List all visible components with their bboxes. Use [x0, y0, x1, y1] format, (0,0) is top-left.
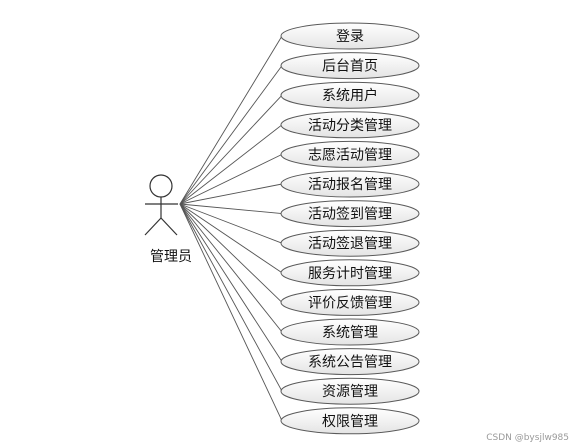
association-line [179, 203, 283, 215]
use-case: 活动分类管理 [280, 111, 420, 139]
use-case-ellipse [280, 81, 420, 109]
use-case: 权限管理 [280, 407, 420, 435]
use-case: 登录 [280, 22, 420, 50]
use-case: 系统公告管理 [280, 348, 420, 376]
use-case-label: 活动报名管理 [308, 177, 392, 193]
association-line [179, 65, 283, 205]
use-case-ellipse [280, 170, 420, 198]
use-case-ellipse [280, 259, 420, 287]
use-case-label: 活动签到管理 [308, 206, 392, 223]
use-case-label: 登录 [336, 29, 364, 45]
actor-head [149, 174, 173, 198]
use-case-ellipse [280, 377, 420, 405]
association-lines [179, 35, 283, 421]
use-case-ellipse [280, 348, 420, 376]
use-case-label: 权限管理 [322, 414, 378, 430]
association-line [179, 183, 283, 205]
association-line [179, 203, 283, 421]
use-case-label: 活动分类管理 [308, 118, 392, 134]
association-line [179, 153, 283, 205]
watermark: CSDN @bysjlw985 [486, 433, 569, 443]
association-line [179, 124, 283, 205]
use-case-ellipse [280, 200, 420, 228]
actor-right-leg [160, 217, 178, 236]
use-case-list: 登录后台首页系统用户活动分类管理志愿活动管理活动报名管理活动签到管理活动签退管理… [280, 22, 420, 435]
use-case: 后台首页 [280, 52, 420, 80]
use-case: 活动签到管理 [280, 200, 420, 228]
association-line [179, 203, 283, 362]
use-case: 系统管理 [280, 318, 420, 346]
association-line [179, 203, 283, 303]
use-case-ellipse [280, 22, 420, 50]
actor-figure: 管理员 [144, 174, 192, 265]
use-case-label: 系统管理 [322, 325, 378, 341]
use-case: 服务计时管理 [280, 259, 420, 287]
association-line [179, 203, 283, 274]
use-case-label: 活动签退管理 [308, 235, 392, 252]
use-case-label: 系统用户 [322, 87, 378, 104]
use-case: 评价反馈管理 [280, 288, 420, 316]
use-case-ellipse [280, 140, 420, 168]
use-case: 系统用户 [280, 81, 420, 109]
use-case-ellipse [280, 52, 420, 80]
actor-label: 管理员 [150, 249, 192, 265]
use-case-ellipse [280, 111, 420, 139]
association-line [179, 203, 283, 333]
use-case-label: 服务计时管理 [308, 266, 392, 282]
use-case: 活动签退管理 [280, 229, 420, 257]
use-case-ellipse [280, 288, 420, 316]
use-case: 志愿活动管理 [280, 140, 420, 168]
use-case-label: 评价反馈管理 [308, 295, 392, 311]
association-line [179, 35, 283, 205]
association-line [179, 203, 283, 392]
association-line [179, 203, 283, 244]
use-case-label: 资源管理 [322, 384, 378, 400]
use-case-label: 志愿活动管理 [308, 147, 392, 163]
association-line [179, 94, 283, 205]
use-case-label: 系统公告管理 [308, 355, 392, 371]
use-case-ellipse [280, 407, 420, 435]
use-case-ellipse [280, 229, 420, 257]
use-case: 资源管理 [280, 377, 420, 405]
actor-left-leg [144, 217, 162, 236]
use-case-ellipse [280, 318, 420, 346]
use-case: 活动报名管理 [280, 170, 420, 198]
use-case-label: 后台首页 [322, 59, 378, 75]
